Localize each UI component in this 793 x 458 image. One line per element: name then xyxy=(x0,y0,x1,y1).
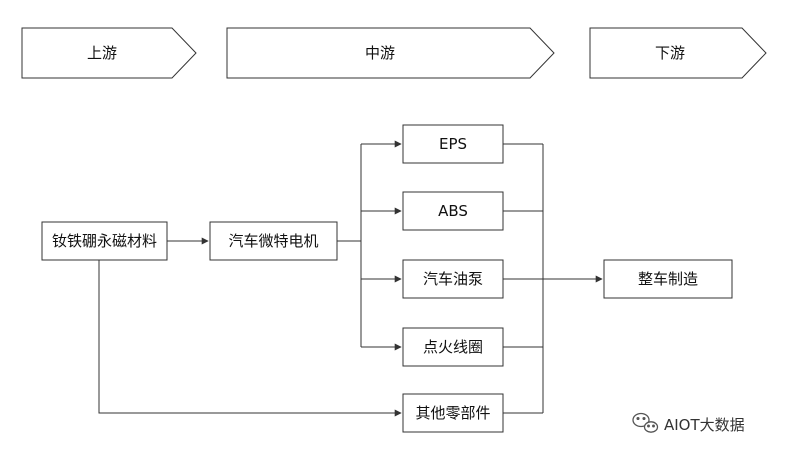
stage-downstream: 下游 xyxy=(589,27,767,79)
wechat-icon xyxy=(632,412,659,433)
node-motor: 汽车微特电机 xyxy=(209,221,338,261)
watermark: AIOT大数据 xyxy=(632,412,745,434)
node-ignition-coil: 点火线圈 xyxy=(402,327,504,367)
node-other-parts-label: 其他零部件 xyxy=(415,404,490,422)
node-eps: EPS xyxy=(402,124,504,164)
node-magnet-label: 钕铁硼永磁材料 xyxy=(52,232,157,250)
node-magnet: 钕铁硼永磁材料 xyxy=(41,221,168,261)
node-vehicle: 整车制造 xyxy=(603,259,733,299)
stage-midstream: 中游 xyxy=(226,27,555,79)
node-motor-label: 汽车微特电机 xyxy=(228,232,318,250)
connectors xyxy=(98,140,603,417)
stage-midstream-label: 中游 xyxy=(365,44,395,62)
stage-upstream-label: 上游 xyxy=(87,44,117,62)
stage-downstream-label: 下游 xyxy=(655,44,685,62)
stage-upstream: 上游 xyxy=(21,27,197,79)
node-fuel-pump: 汽车油泵 xyxy=(402,259,504,299)
node-fuel-pump-label: 汽车油泵 xyxy=(423,270,483,288)
node-other-parts: 其他零部件 xyxy=(402,393,504,433)
node-vehicle-label: 整车制造 xyxy=(638,270,698,288)
edge-magnet-other-parts xyxy=(98,260,402,417)
node-abs: ABS xyxy=(402,191,504,231)
node-eps-label: EPS xyxy=(439,135,467,153)
watermark-text: AIOT大数据 xyxy=(664,416,745,434)
node-ignition-coil-label: 点火线圈 xyxy=(423,338,483,356)
node-abs-label: ABS xyxy=(438,202,468,220)
